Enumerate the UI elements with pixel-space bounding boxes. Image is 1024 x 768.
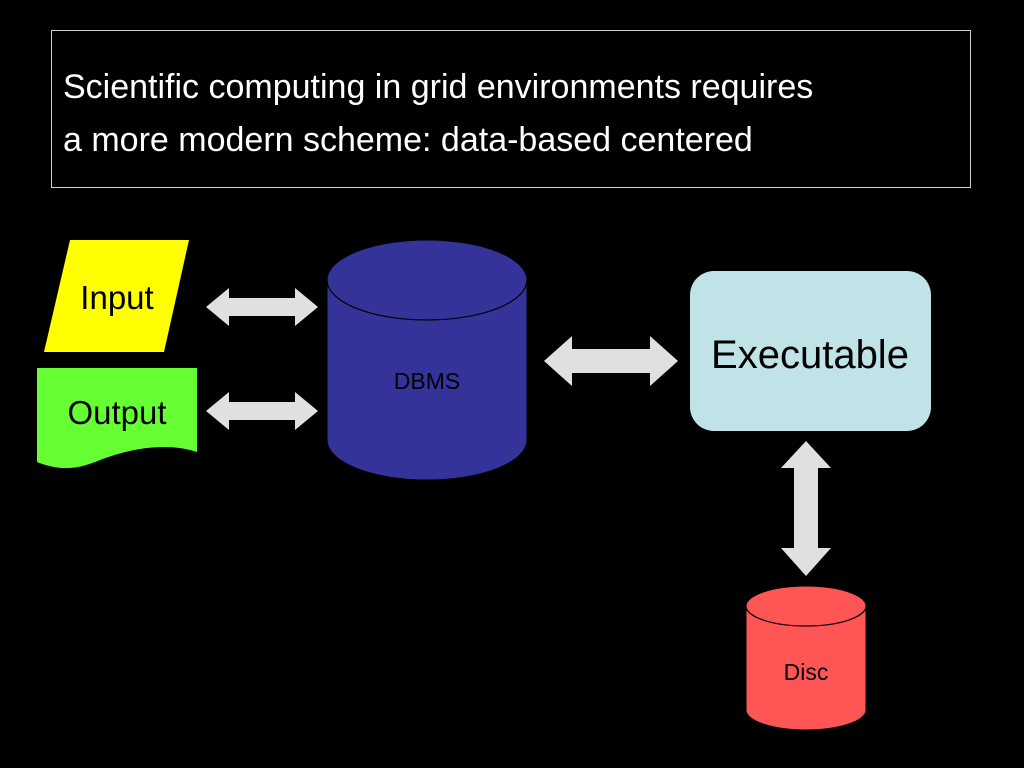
input-node: Input (44, 240, 189, 352)
dbms-label: DBMS (394, 368, 460, 394)
output-shape (37, 368, 197, 469)
input-label: Input (80, 279, 153, 316)
executable-disc-arrow (781, 441, 831, 576)
dbms-executable-arrow (544, 336, 678, 386)
output-node: Output (37, 368, 197, 469)
title-line-2: a more modern scheme: data-based centere… (63, 121, 753, 159)
input-shape (44, 240, 189, 352)
output-label: Output (67, 394, 166, 431)
dbms-cylinder (326, 239, 528, 481)
title-line-1: Scientific computing in grid environment… (63, 68, 814, 106)
disc-node: Disc (745, 585, 867, 731)
disc-cylinder (745, 585, 867, 731)
slide-title: Scientific computing in grid environment… (51, 30, 971, 188)
dbms-node: DBMS (326, 239, 528, 481)
output-dbms-arrow (206, 392, 318, 430)
executable-box (690, 271, 931, 431)
disc-cylinder-rim (745, 605, 867, 627)
disc-label: Disc (784, 659, 829, 685)
dbms-cylinder-rim (326, 279, 528, 321)
input-dbms-arrow (206, 288, 318, 326)
executable-label: Executable (711, 333, 909, 377)
executable-node: Executable (690, 271, 931, 431)
